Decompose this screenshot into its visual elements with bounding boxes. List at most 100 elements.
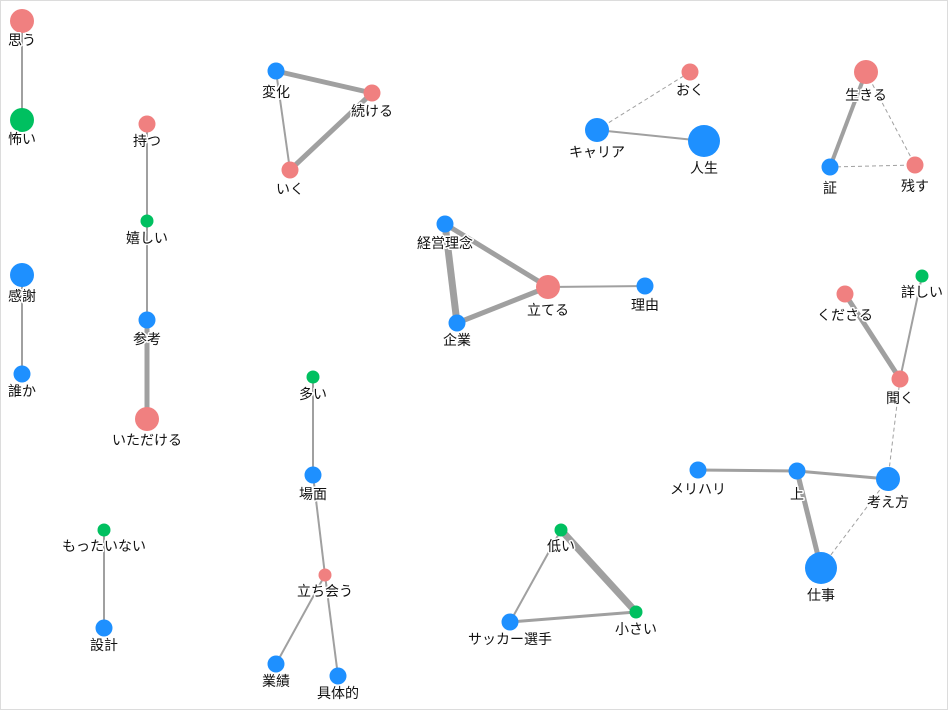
node-merihari[interactable] <box>689 461 707 479</box>
node-label-gyoseki: 業績 <box>262 674 290 690</box>
node-label-nokosu: 残す <box>901 179 929 195</box>
node-label-kudasaru: くださる <box>817 308 873 324</box>
node-nokosu[interactable] <box>906 156 924 174</box>
edge-career-oku <box>596 71 691 131</box>
node-shigoto[interactable] <box>805 552 837 584</box>
edge-kigyo-tateru <box>456 284 549 326</box>
node-riyu[interactable] <box>636 277 654 295</box>
edge-ue-kangaekata <box>796 469 889 481</box>
node-label-keieirinen: 経営理念 <box>417 235 473 252</box>
node-label-iku: いく <box>276 182 304 198</box>
node-kuwashii[interactable] <box>915 269 929 283</box>
node-bamen[interactable] <box>304 466 322 484</box>
node-label-dareka: 誰か <box>8 384 36 400</box>
node-label-gutaiteki: 具体的 <box>317 686 359 702</box>
edge-akashi-nokosu <box>829 164 916 168</box>
node-oi[interactable] <box>306 370 320 384</box>
node-label-riyu: 理由 <box>631 298 659 314</box>
edge-kangaekata-shigoto <box>820 478 889 569</box>
node-kowai[interactable] <box>10 108 34 132</box>
edge-kudasaru-kiku <box>842 292 903 381</box>
node-label-tsuzukeru: 続ける <box>351 103 393 120</box>
node-label-sanko: 参考 <box>133 331 161 348</box>
node-akashi[interactable] <box>821 158 839 176</box>
edge-ikiru-nokosu <box>865 71 916 166</box>
node-iku[interactable] <box>281 161 299 179</box>
edge-hikui-chiisai <box>558 527 639 615</box>
node-label-motsu: 持つ <box>133 134 161 150</box>
node-gyoseki[interactable] <box>267 655 285 673</box>
node-soccer[interactable] <box>501 613 519 631</box>
node-label-bamen: 場面 <box>299 487 327 503</box>
node-henka[interactable] <box>267 62 285 80</box>
node-label-jinsei: 人生 <box>690 161 718 177</box>
label-layer: 思う怖い感謝誰か持つ嬉しい参考いただけるもったいない設計変化続けるいく多い場面立… <box>7 32 945 704</box>
node-label-kowai: 怖い <box>8 131 36 148</box>
node-kudasaru[interactable] <box>836 285 854 303</box>
node-keieirinen[interactable] <box>436 215 454 233</box>
node-label-merihari: メリハリ <box>670 482 726 498</box>
node-kigyo[interactable] <box>448 314 466 332</box>
node-ikiru[interactable] <box>854 60 878 84</box>
node-label-kangaekata: 考え方 <box>867 495 909 511</box>
node-tateru[interactable] <box>536 275 560 299</box>
node-itadakeru[interactable] <box>135 407 159 431</box>
node-sekkei[interactable] <box>95 619 113 637</box>
node-label-oku: おく <box>676 83 704 99</box>
node-motsu[interactable] <box>138 115 156 133</box>
node-label-ue: 上 <box>790 487 804 503</box>
node-omou[interactable] <box>10 9 34 33</box>
edge-tateru-riyu <box>547 285 646 288</box>
node-label-shigoto: 仕事 <box>807 588 835 604</box>
edge-hikui-soccer <box>509 529 562 623</box>
node-label-oi: 多い <box>299 386 327 403</box>
edge-keieirinen-tateru <box>443 221 550 290</box>
node-label-kigyo: 企業 <box>443 332 471 349</box>
node-kansha[interactable] <box>10 263 34 287</box>
edge-tachiau-gyoseki <box>275 574 326 665</box>
edge-keieirinen-kigyo <box>441 223 461 324</box>
node-label-tateru: 立てる <box>527 303 569 319</box>
node-kiku[interactable] <box>891 370 909 388</box>
node-label-soccer: サッカー選手 <box>468 632 552 648</box>
node-label-tachiau: 立ち会う <box>297 584 353 600</box>
edge-tachiau-gutaiteki <box>324 574 339 677</box>
edge-kuwashii-kiku <box>899 275 923 380</box>
node-ue[interactable] <box>788 462 806 480</box>
edge-soccer-chiisai <box>509 610 637 624</box>
node-tachiau[interactable] <box>318 568 332 582</box>
edge-ikiru-akashi <box>828 71 868 168</box>
node-label-kansha: 感謝 <box>8 288 36 305</box>
node-label-kiku: 聞く <box>886 391 914 407</box>
node-kangaekata[interactable] <box>876 467 900 491</box>
edge-ue-shigoto <box>794 470 824 569</box>
node-jinsei[interactable] <box>688 125 720 157</box>
node-tsuzukeru[interactable] <box>363 84 381 102</box>
edge-bamen-tachiau <box>312 474 326 576</box>
node-label-hikui: 低い <box>547 539 575 555</box>
node-sanko[interactable] <box>138 311 156 329</box>
node-label-career: キャリア <box>569 145 625 161</box>
node-hikui[interactable] <box>554 523 568 537</box>
node-label-sekkei: 設計 <box>90 638 118 654</box>
node-career[interactable] <box>585 118 609 142</box>
edge-henka-tsuzukeru <box>275 68 373 96</box>
node-gutaiteki[interactable] <box>329 667 347 685</box>
edge-merihari-ue <box>697 468 798 473</box>
node-ureshii[interactable] <box>140 214 154 228</box>
node-oku[interactable] <box>681 63 699 81</box>
edge-henka-iku <box>275 70 291 171</box>
node-dareka[interactable] <box>13 365 31 383</box>
node-label-ikiru: 生きる <box>845 88 887 104</box>
node-mottainai[interactable] <box>97 523 111 537</box>
node-layer <box>10 9 929 685</box>
edge-career-jinsei <box>596 129 705 142</box>
node-label-mottainai: もったいない <box>62 539 146 555</box>
node-chiisai[interactable] <box>629 605 643 619</box>
node-label-chiisai: 小さい <box>615 622 657 638</box>
node-label-akashi: 証 <box>823 181 837 197</box>
node-label-omou: 思う <box>8 33 36 49</box>
edge-tsuzukeru-iku <box>288 91 374 172</box>
edge-layer <box>21 21 923 677</box>
